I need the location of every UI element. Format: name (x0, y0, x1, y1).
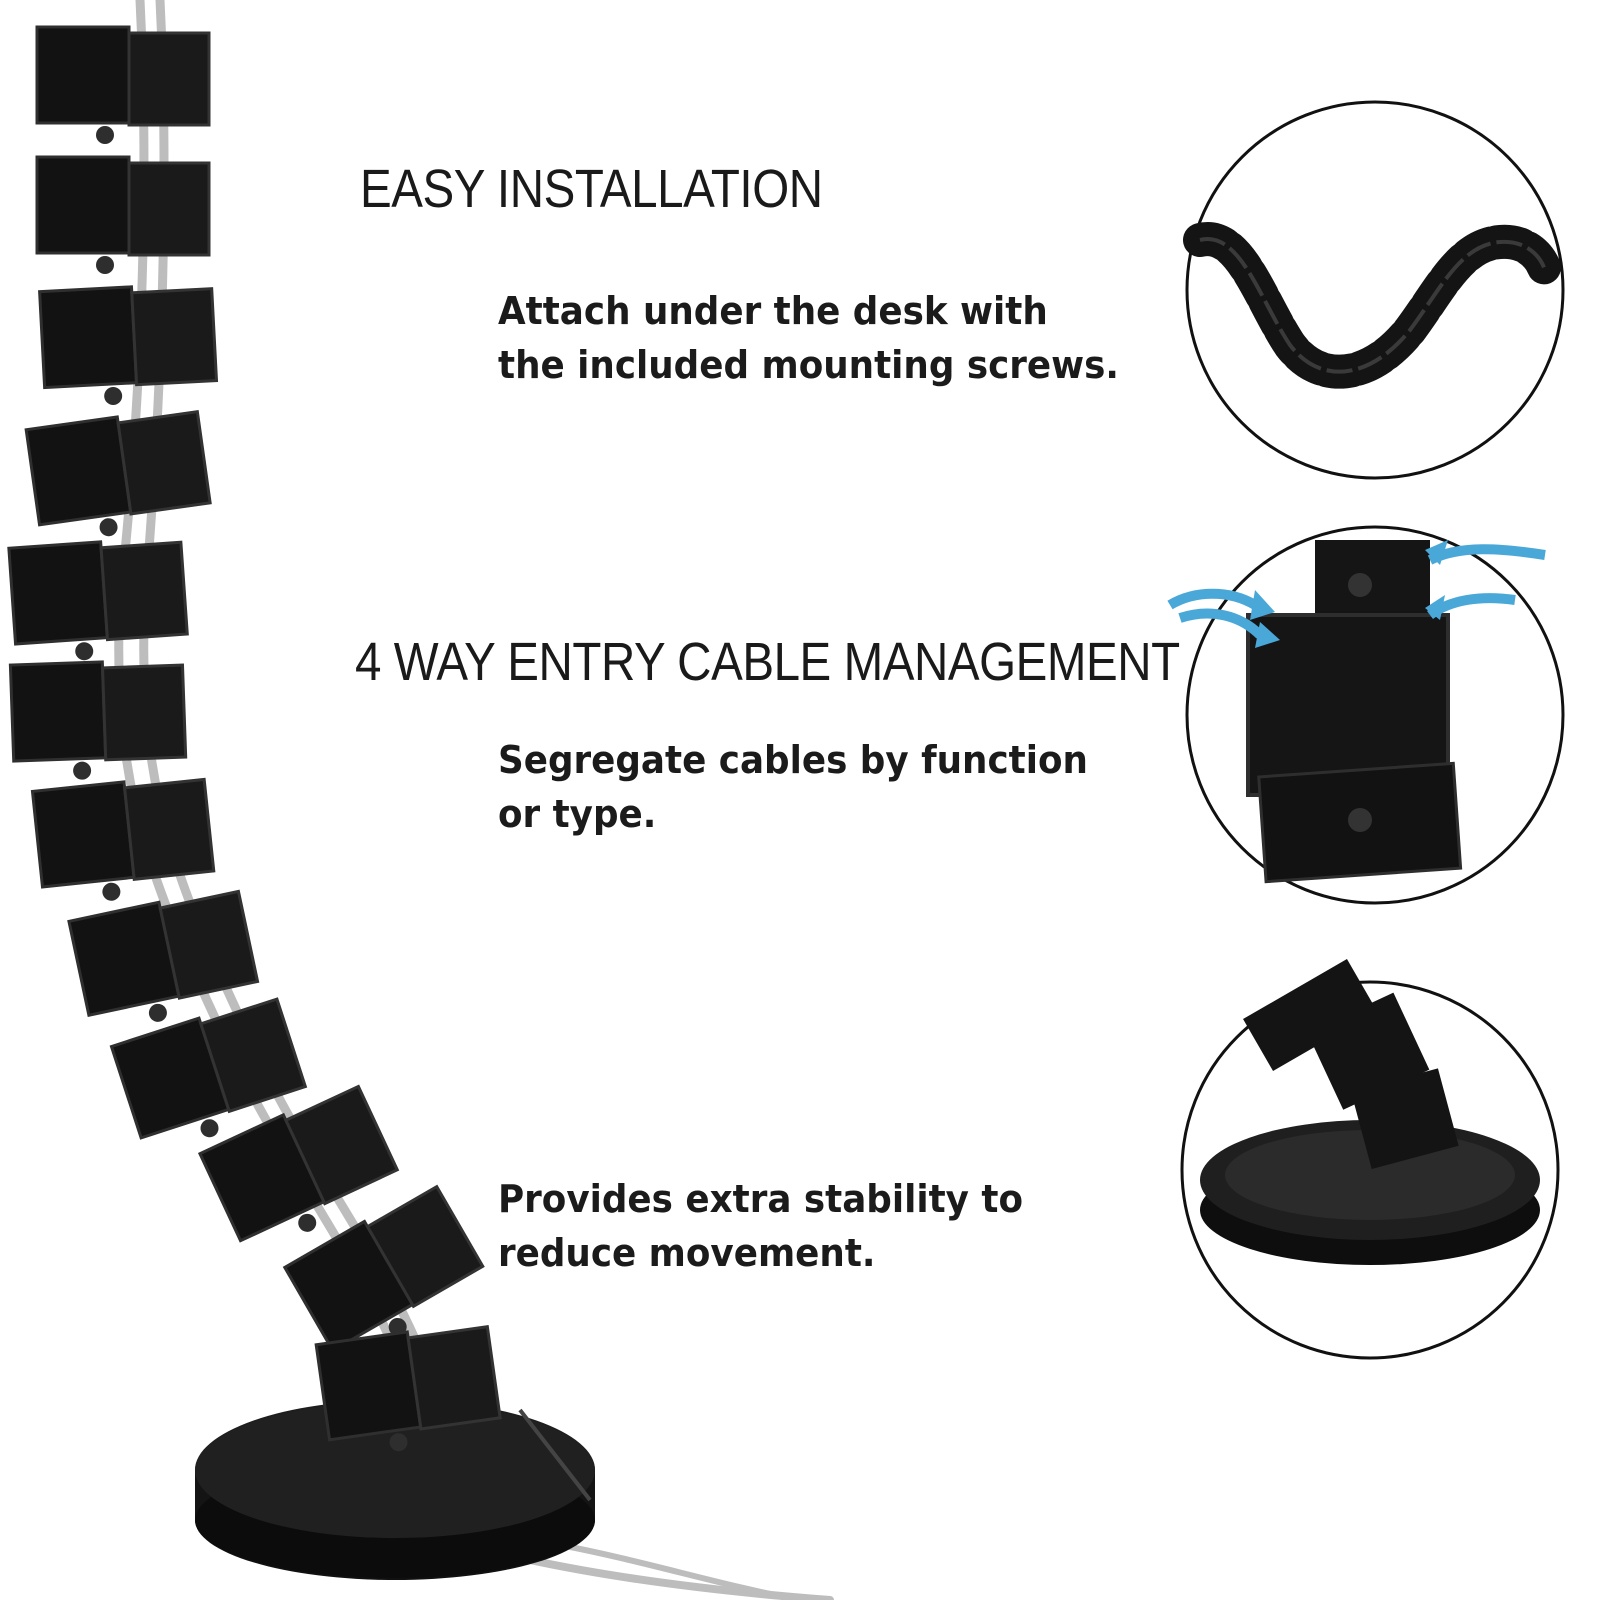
description-line: Provides extra stability to (498, 1177, 1024, 1221)
feature-title-easy-installation: EASY INSTALLATION (360, 159, 823, 219)
description-line: the included mounting screws. (498, 343, 1119, 387)
vertebra-block (282, 1184, 485, 1353)
feature-description-stability: Provides extra stability to reduce movem… (498, 1172, 1023, 1280)
description-line: Attach under the desk with (498, 289, 1048, 333)
spine-base (195, 1400, 595, 1580)
description-line: reduce movement. (498, 1231, 876, 1275)
feature-title-four-way-entry: 4 WAY ENTRY CABLE MANAGEMENT (355, 632, 1180, 692)
vertebra-block (30, 777, 216, 901)
vertebra-block (35, 155, 211, 274)
description-line: Segregate cables by function (498, 738, 1088, 782)
vertebra-block (7, 540, 189, 661)
vertebra-block (314, 1325, 502, 1452)
feature-description-segregation: Segregate cables by function or type. (498, 733, 1088, 841)
vertebra-blocks (7, 25, 502, 1452)
feature-description-installation: Attach under the desk with the included … (498, 284, 1119, 392)
vertebra-block (109, 997, 308, 1140)
vertebra-block (35, 25, 211, 144)
vertebra-block (8, 660, 188, 780)
four-way-entry-icon (1167, 525, 1565, 905)
description-line: or type. (498, 792, 657, 836)
wavy-cable-spine-icon (1183, 100, 1565, 480)
vertebra-block (24, 410, 212, 537)
vertebra-block (67, 889, 260, 1022)
weighted-base-icon (1180, 959, 1560, 1360)
vertebra-block (197, 1084, 400, 1243)
vertebra-block (38, 285, 219, 405)
